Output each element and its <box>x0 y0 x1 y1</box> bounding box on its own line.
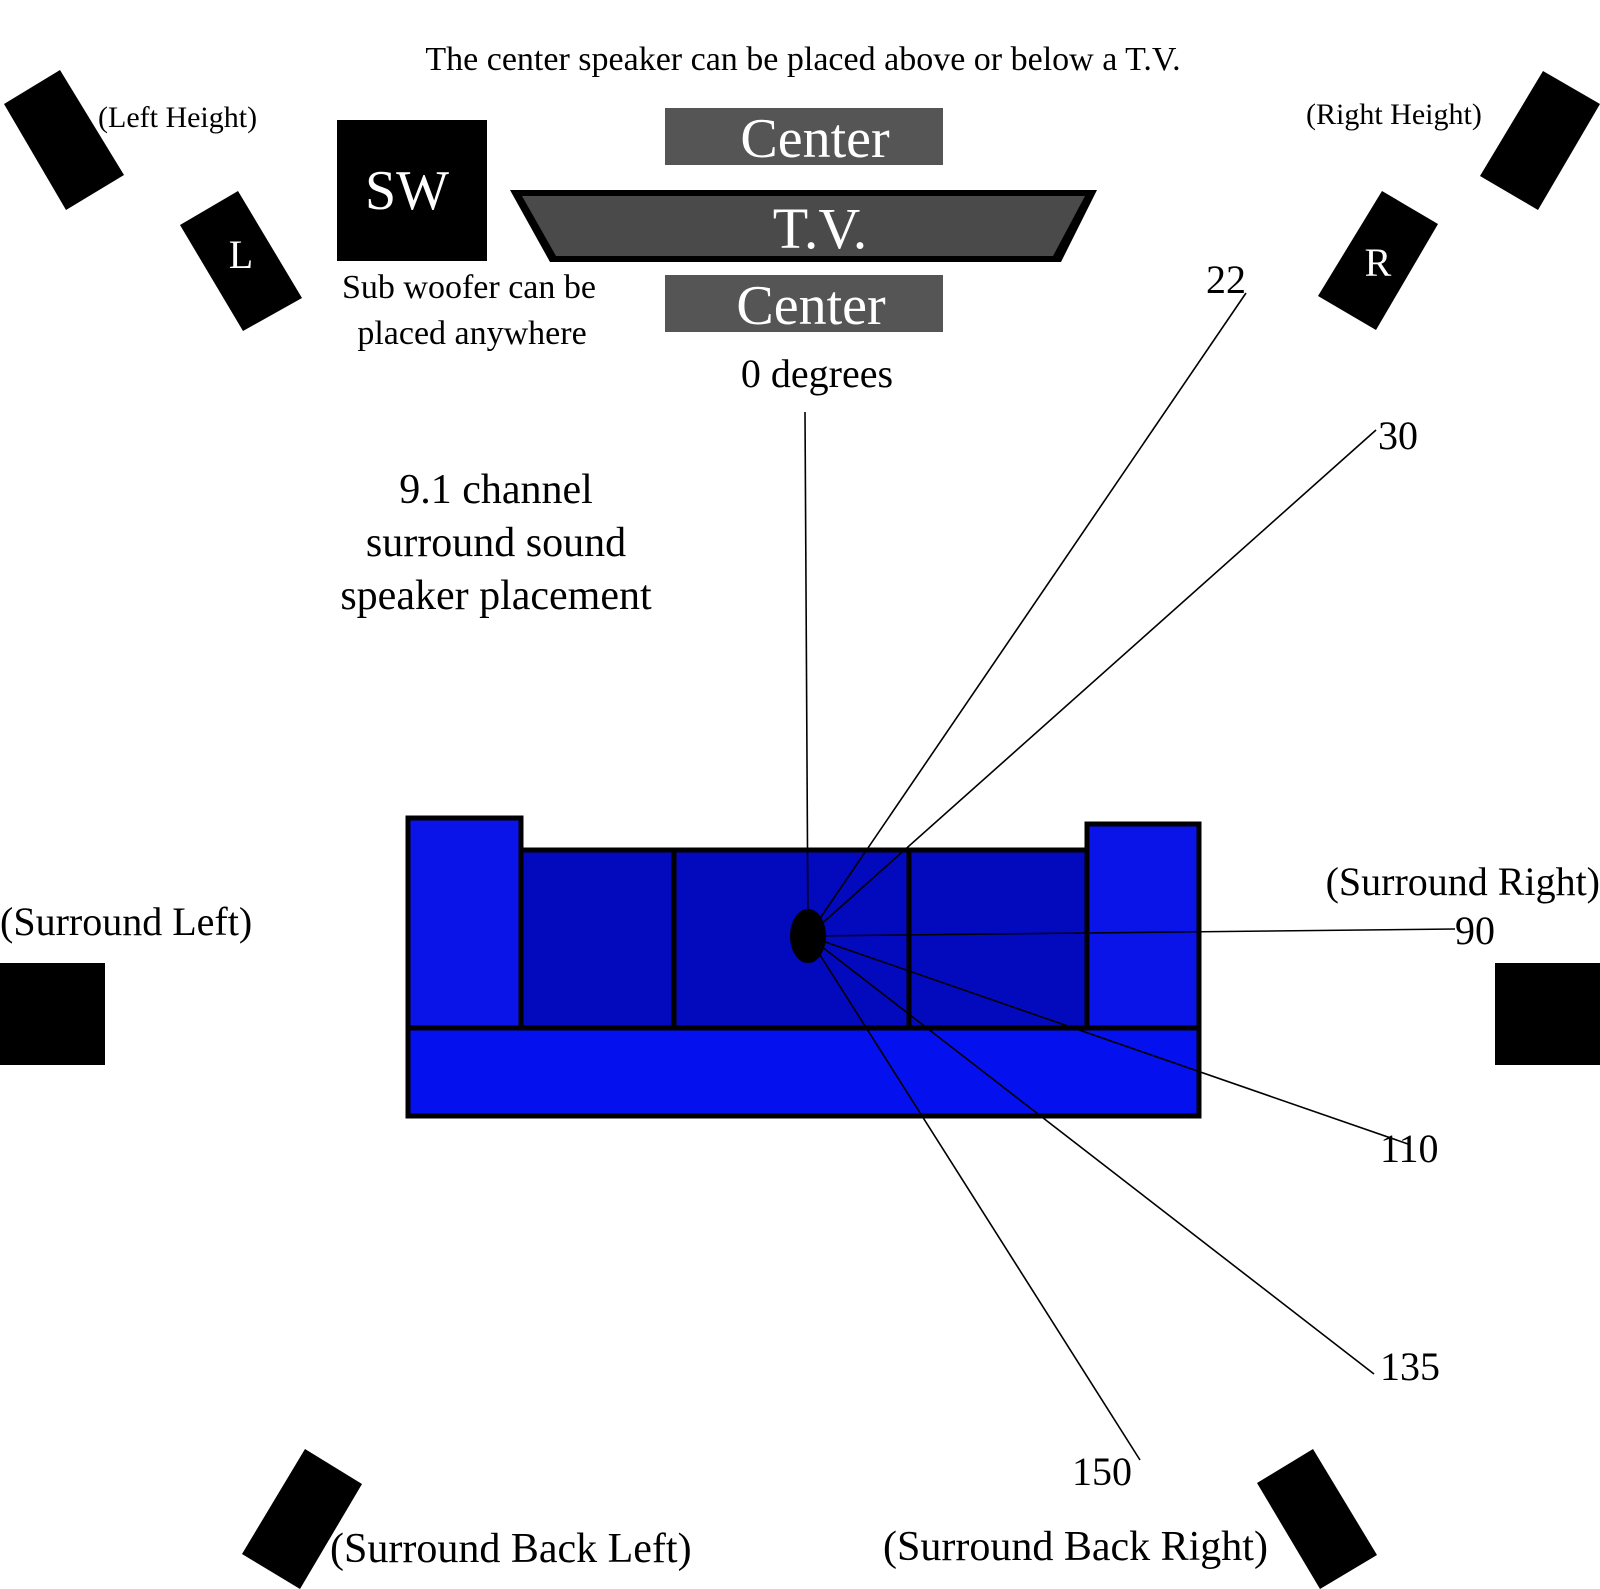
angle-label-150: 150 <box>1072 1449 1132 1494</box>
couch-cushion-1 <box>518 847 677 1031</box>
right-speaker-box <box>1318 191 1438 330</box>
angle-label-90: 90 <box>1455 908 1495 953</box>
angle-ray-135 <box>807 935 1375 1375</box>
diagram-title-line-1: 9.1 channel <box>399 467 593 513</box>
angle-label-110: 110 <box>1380 1126 1439 1171</box>
right-height-speaker-box <box>1480 71 1600 210</box>
surround-left-speaker <box>0 963 105 1065</box>
left-speaker-box <box>180 191 302 331</box>
tv-screen <box>522 196 1085 256</box>
couch <box>405 815 1202 1119</box>
tv-label: T.V. <box>773 196 868 261</box>
subwoofer: SW <box>337 120 487 261</box>
surround-right-speaker <box>1495 963 1600 1065</box>
angle-label-22: 22 <box>1206 257 1246 302</box>
left-speaker-label: L <box>229 232 253 277</box>
angle-ray-0 <box>804 411 809 937</box>
center-speaker-top-label: Center <box>740 108 890 170</box>
listener-position <box>790 909 826 963</box>
left-height-label: (Left Height) <box>98 101 257 134</box>
angle-ray-110 <box>807 935 1409 1145</box>
left-speaker: L <box>180 191 302 331</box>
center-placement-note: The center speaker can be placed above o… <box>425 41 1180 78</box>
right-height-speaker <box>1480 71 1600 210</box>
surround-back-left-speaker <box>242 1449 362 1589</box>
right-speaker: R <box>1318 191 1438 330</box>
center-speaker-bottom-label: Center <box>736 275 886 337</box>
angle-ray-150 <box>807 935 1141 1461</box>
surround-back-right-speaker <box>1257 1449 1377 1589</box>
angle-label-0: 0 degrees <box>741 351 893 396</box>
couch-left-arm <box>405 815 524 1031</box>
angle-ray-22 <box>807 292 1247 937</box>
angle-ray-90 <box>807 928 1456 937</box>
angle-rays <box>804 292 1456 1461</box>
center-speaker-top-box <box>665 108 943 165</box>
diagram-title-line-2: surround sound <box>366 520 626 566</box>
surround-right-label: (Surround Right) <box>1326 859 1600 904</box>
tv: T.V. <box>510 190 1097 262</box>
center-speaker-top: Center <box>665 108 943 170</box>
angle-label-135: 135 <box>1380 1344 1440 1389</box>
subwoofer-box <box>337 120 487 261</box>
angle-ray-30 <box>807 429 1377 937</box>
right-speaker-label: R <box>1365 240 1392 285</box>
surround-left-label: (Surround Left) <box>0 899 252 944</box>
subwoofer-note-line-1: Sub woofer can be <box>342 269 596 306</box>
diagram-title-line-3: speaker placement <box>340 573 652 619</box>
left-height-speaker <box>4 70 124 210</box>
subwoofer-label: SW <box>365 160 449 222</box>
angle-label-30: 30 <box>1378 413 1418 458</box>
couch-base <box>405 1025 1202 1119</box>
subwoofer-note-line-2: placed anywhere <box>357 315 586 352</box>
center-speaker-bottom: Center <box>665 275 943 337</box>
right-height-label: (Right Height) <box>1306 98 1482 131</box>
left-height-speaker-box <box>4 70 124 210</box>
surround-back-right-label: (Surround Back Right) <box>883 1524 1268 1570</box>
couch-right-arm <box>1084 821 1202 1031</box>
surround-back-left-label: (Surround Back Left) <box>330 1526 692 1572</box>
center-speaker-bottom-box <box>665 275 943 332</box>
